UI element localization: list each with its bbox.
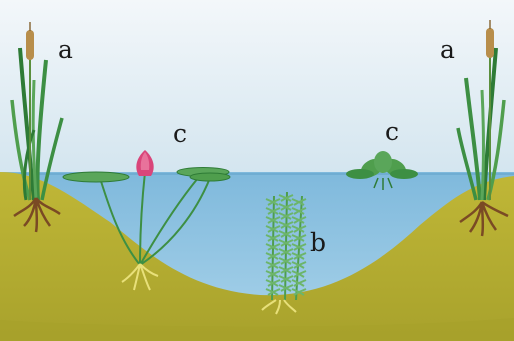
cattail-head-left bbox=[26, 30, 34, 60]
cattail-head-right bbox=[486, 28, 494, 58]
label-emergent-right: a bbox=[440, 37, 455, 62]
lily-pad-right-bottom bbox=[190, 173, 230, 181]
sky bbox=[0, 0, 514, 178]
lily-pad-left bbox=[63, 172, 129, 182]
label-emergent-left: a bbox=[58, 37, 73, 62]
label-submerged: b bbox=[310, 230, 326, 255]
label-floating-lily: c bbox=[173, 121, 187, 146]
label-floating-rosette: c bbox=[385, 119, 399, 144]
